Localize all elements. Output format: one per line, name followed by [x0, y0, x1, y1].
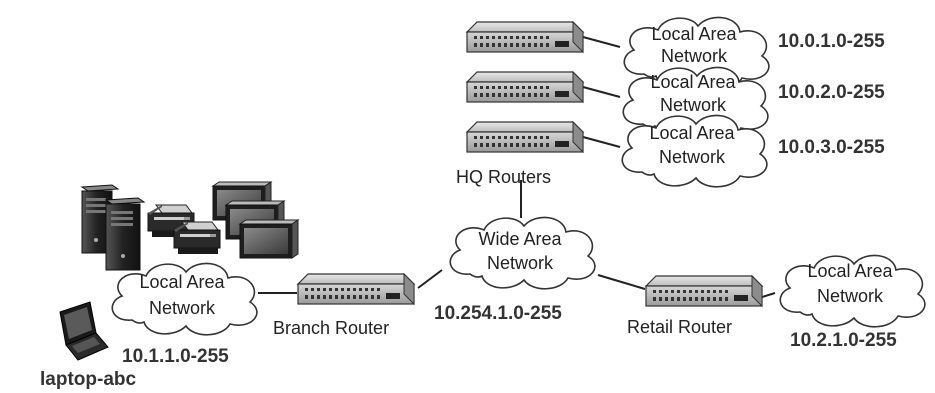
- svg-text:Local Area: Local Area: [807, 261, 893, 281]
- retail-router-label: Retail Router: [627, 317, 732, 337]
- hq-routers-label: HQ Routers: [456, 167, 551, 187]
- branch-router-icon: [297, 273, 415, 305]
- svg-text:Local Area: Local Area: [139, 272, 225, 292]
- svg-text:Local Area: Local Area: [651, 24, 737, 44]
- retail-router-icon: [645, 275, 763, 307]
- wan-cloud: Wide Area Network: [449, 216, 596, 290]
- retail-lan-cloud: Local Area Network: [779, 254, 926, 328]
- lan-cloud-2: Local Area Network: [622, 66, 769, 140]
- monitor-3-icon: [239, 219, 299, 259]
- subnet-label-lan2: 10.0.2.0-255: [778, 82, 885, 103]
- subnet-label-lan1: 10.0.1.0-255: [778, 31, 885, 52]
- laptop-icon: [59, 301, 109, 361]
- printer-2-icon: [173, 221, 221, 255]
- laptop-hostname: laptop-abc: [40, 369, 136, 390]
- connection-lines: [258, 36, 776, 298]
- server-tower-2-icon: [104, 197, 146, 271]
- subnet-label-lan3: 10.0.3.0-255: [778, 137, 885, 158]
- svg-text:Network: Network: [661, 46, 728, 66]
- subnet-label-branch: 10.1.1.0-255: [122, 346, 229, 367]
- svg-text:Network: Network: [660, 95, 727, 115]
- svg-text:Network: Network: [149, 298, 216, 318]
- subnet-label-wan: 10.254.1.0-255: [434, 303, 562, 324]
- branch-lan-cloud: Local Area Network: [111, 262, 258, 336]
- svg-text:Network: Network: [487, 253, 554, 273]
- hq-router-1-icon: [466, 21, 584, 53]
- hq-router-3-icon: [466, 121, 584, 153]
- hq-router-2-icon: [466, 71, 584, 103]
- svg-text:Local Area: Local Area: [650, 72, 736, 92]
- subnet-label-retail: 10.2.1.0-255: [790, 330, 897, 351]
- svg-text:Network: Network: [817, 286, 884, 306]
- lan-cloud-1: Local Area Network: [623, 16, 770, 90]
- svg-text:Network: Network: [659, 147, 726, 167]
- svg-text:Local Area: Local Area: [649, 123, 735, 143]
- svg-text:Wide Area: Wide Area: [478, 229, 562, 249]
- lan-cloud-3: Local Area Network: [621, 114, 768, 188]
- branch-router-label: Branch Router: [273, 318, 389, 338]
